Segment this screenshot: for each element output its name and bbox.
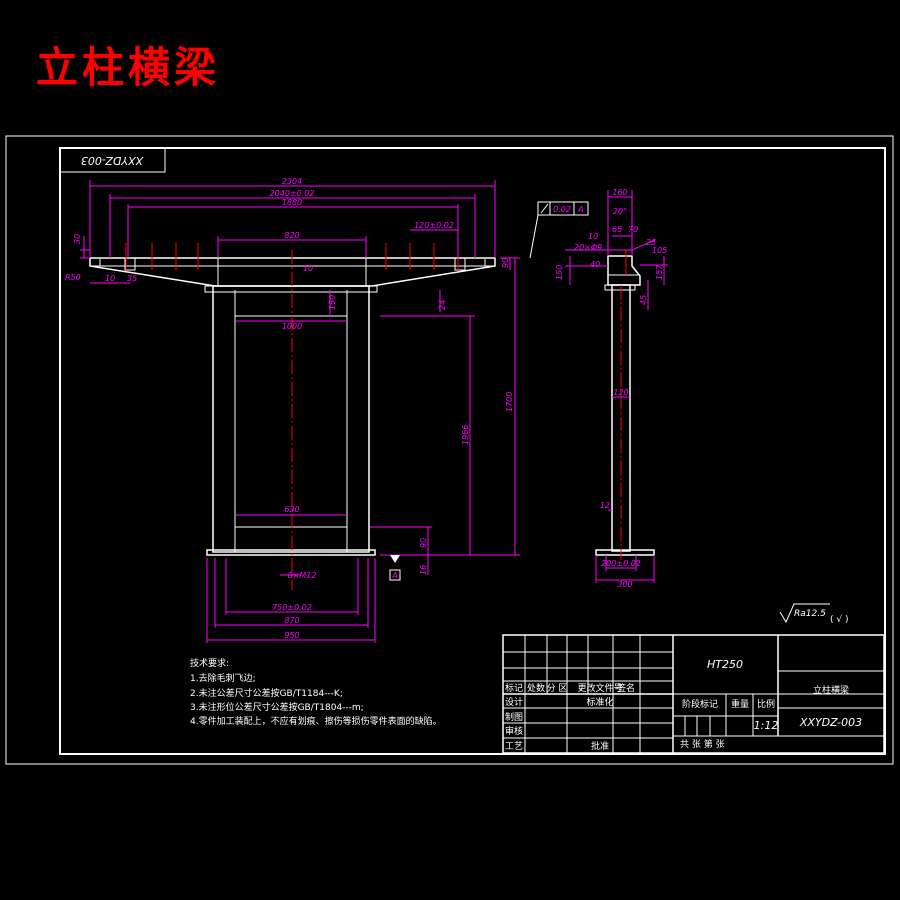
number-box xyxy=(59,147,166,173)
side-dim-120: 120 xyxy=(613,388,628,397)
row-label-1: 处数 xyxy=(527,682,545,694)
side-dim-20deg: 20° xyxy=(613,207,627,216)
dim-16: 16 xyxy=(419,565,428,575)
dim-35: 35 xyxy=(127,274,137,283)
dim-overall: 2304 xyxy=(282,177,302,186)
weight-label: 重量 xyxy=(731,698,749,710)
dim-750: 750±0.02 xyxy=(272,603,312,612)
side-dim-157: 157 xyxy=(655,264,664,280)
row-label-0: 标记 xyxy=(505,682,523,694)
roughness-value: Ra12.5 xyxy=(794,609,826,619)
dim-820: 820 xyxy=(284,231,299,240)
side-dim-300: 300 xyxy=(617,580,632,589)
dim-950: 950 xyxy=(284,631,299,640)
base-plate xyxy=(206,549,376,556)
side-dim-105: 105 xyxy=(652,246,667,255)
note-4: 4.零件加工装配上，不应有划痕、擦伤等损伤零件表面的缺陷。 xyxy=(190,715,442,727)
roughness-other: ( √ ) xyxy=(830,614,848,625)
approve-label: 批准 xyxy=(591,740,609,752)
left-label-0: 设计 xyxy=(505,696,523,708)
scale-label: 比例 xyxy=(757,698,775,710)
side-dim-45: 45 xyxy=(639,295,648,305)
dim-1880: 1880 xyxy=(282,198,302,207)
stage-label: 阶段标记 xyxy=(682,698,718,710)
dim-120: 120±0.02 xyxy=(414,221,454,230)
note-3: 3.未注形位公差尺寸公差按GB/T1804---m; xyxy=(190,701,364,713)
side-dim-65: 65 xyxy=(612,225,622,234)
sheets: 共 张 第 张 xyxy=(680,738,725,750)
outer-frame xyxy=(5,135,894,765)
row-label-4: 签名 xyxy=(617,682,635,694)
dim-870: 870 xyxy=(284,616,299,625)
technical-notes: 技术要求: 1.去除毛刺飞边; 2.未注公差尺寸公差按GB/T1184---K;… xyxy=(190,657,442,727)
note-2: 2.未注公差尺寸公差按GB/T1184---K; xyxy=(190,687,343,699)
dim-90: 90 xyxy=(501,258,510,268)
side-dim-200: 200±0.02 xyxy=(601,559,641,568)
left-label-3: 工艺 xyxy=(505,741,523,752)
inner-frame xyxy=(59,147,886,755)
side-dim-40: 40 xyxy=(590,260,600,269)
left-label-2: 审核 xyxy=(505,725,523,737)
drawing-number: XXYDZ-003 xyxy=(799,716,862,729)
side-view: 160 20° 0.02 A 10 65 70 20×Φ9 25 40 105 … xyxy=(529,188,668,589)
left-label-1: 制图 xyxy=(505,711,523,723)
dim-1700: 1700 xyxy=(505,392,514,412)
dim-10: 10 xyxy=(303,264,313,273)
title-block xyxy=(502,634,885,754)
part-name: 立柱横梁 xyxy=(813,684,849,696)
dim-r50: R50 xyxy=(65,273,81,282)
side-dim-20x: 20×Φ9 xyxy=(574,243,602,252)
flatness-datum: A xyxy=(577,205,583,214)
side-dim-150: 150 xyxy=(555,265,564,280)
side-dim-160: 160 xyxy=(612,188,627,197)
roughness-symbol: Ra12.5 ( √ ) xyxy=(779,603,848,625)
drawing-title: 立柱横梁 xyxy=(36,43,221,92)
front-view: 2304 2040±0.02 1880 120±0.02 820 10 30 R… xyxy=(65,177,520,643)
side-dim-25: 25 xyxy=(646,238,656,247)
notes-heading: 技术要求: xyxy=(190,657,229,669)
flatness-value: 0.02 xyxy=(553,205,571,214)
side-head xyxy=(607,255,641,286)
dim-90b: 90 xyxy=(419,538,428,548)
dim-150: 150 xyxy=(328,295,337,310)
dim-1966: 1966 xyxy=(461,425,470,445)
dim-holes: 8×M12 xyxy=(288,571,317,580)
dim-30: 30 xyxy=(73,234,82,244)
side-dim-10: 10 xyxy=(588,232,598,241)
datum-a-front: A xyxy=(391,571,397,580)
row-label-3: 更改文件号 xyxy=(577,682,622,694)
dim-10b: 10 xyxy=(105,274,115,283)
note-1: 1.去除毛刺飞边; xyxy=(190,672,256,684)
dim-630: 630 xyxy=(284,505,299,514)
side-base xyxy=(595,549,655,556)
dim-2040: 2040±0.02 xyxy=(270,189,315,198)
std-label: 标准化 xyxy=(586,696,613,708)
row-label-2: 分 区 xyxy=(547,683,568,694)
drawing-number-flipped: XXYDZ-003 xyxy=(81,154,144,167)
dim-1000: 1000 xyxy=(282,322,302,331)
material: HT250 xyxy=(707,658,743,671)
dim-24: 24 xyxy=(438,300,447,310)
scale-value: 1:12 xyxy=(754,719,779,732)
side-dim-12: 12 xyxy=(600,501,610,510)
side-dim-70: 70 xyxy=(628,225,638,234)
